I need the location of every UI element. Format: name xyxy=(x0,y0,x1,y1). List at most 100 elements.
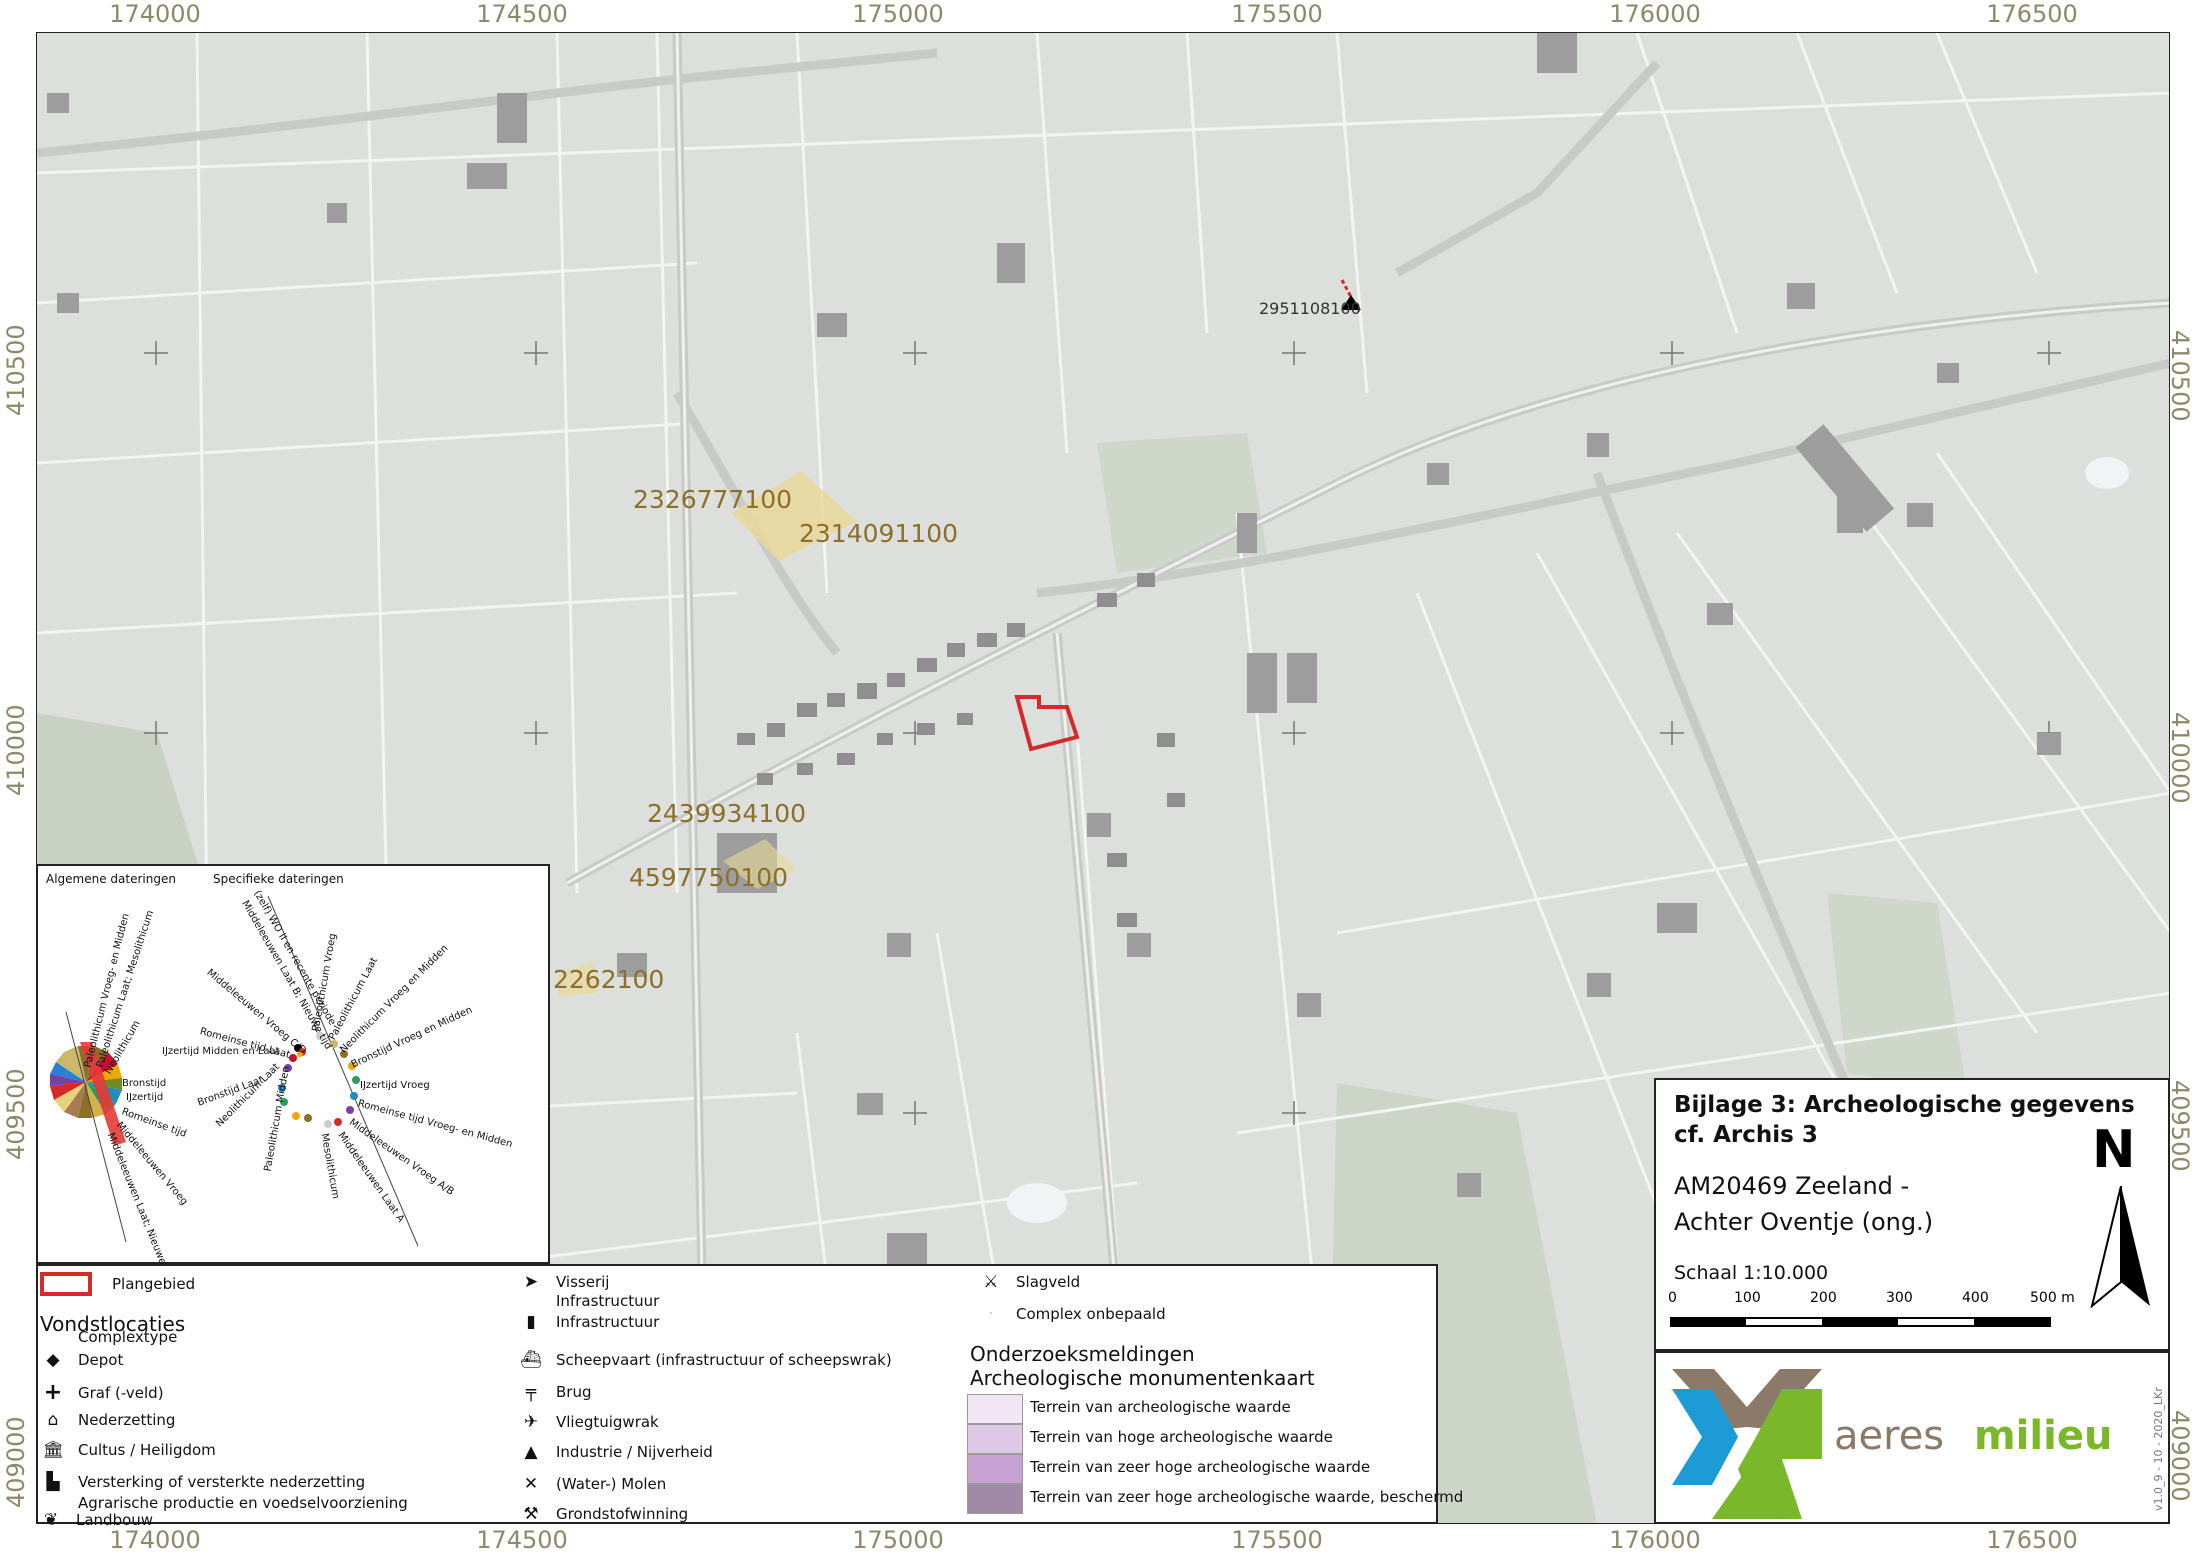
amk-swatch-1 xyxy=(967,1394,1023,1424)
legend-scheepvaart: ⛴Scheepvaart (infrastructuur of scheepsw… xyxy=(518,1350,892,1370)
scale-tick-300: 300 xyxy=(1886,1290,1913,1306)
x-coord-bottom-1: 174000 xyxy=(109,1526,201,1554)
specific-dating-wheel xyxy=(267,895,419,1247)
complextype-label: Complextype xyxy=(78,1328,178,1346)
temple-icon: 🏛 xyxy=(42,1440,64,1460)
dating-legend-panel: Algemene dateringen Specifieke dateringe… xyxy=(36,864,550,1284)
woodland-area xyxy=(37,713,207,913)
logo-word-aeres: aeres xyxy=(1834,1413,1945,1459)
amk-swatch-3 xyxy=(967,1454,1023,1484)
leaf-icon: ❦ xyxy=(43,1510,59,1530)
x-coord-bottom-2: 174500 xyxy=(476,1526,568,1554)
general-dating-title: Algemene dateringen xyxy=(46,872,176,886)
title-line-2: cf. Archis 3 xyxy=(1674,1122,1818,1148)
diamond-icon: ◆ xyxy=(46,1350,60,1370)
pickaxe-icon: ⚒ xyxy=(523,1504,539,1524)
x-coord-top-3: 175000 xyxy=(852,0,944,28)
object-label-1[interactable]: 2951108100 xyxy=(1259,299,1361,318)
y-coord-left-2: 410000 xyxy=(2,704,30,796)
plangebied-outline xyxy=(1014,695,1080,752)
dot-icon: · xyxy=(988,1304,994,1324)
scale-tick-200: 200 xyxy=(1810,1290,1837,1306)
legend-slagveld: ⚔Slagveld xyxy=(978,1272,1080,1292)
legend-panel: Plangebied Vondstlocaties Complextype ◆D… xyxy=(36,1264,1463,1524)
specific-label-right-5: IJzertijd Vroeg xyxy=(360,1080,430,1091)
logo-word-milieu: milieu xyxy=(1974,1413,2113,1459)
project-line-2: Achter Oventje (ong.) xyxy=(1674,1208,1934,1236)
woodland-area xyxy=(1827,893,1967,1093)
research-zone xyxy=(723,839,797,889)
north-label: N xyxy=(2092,1120,2136,1180)
y-coord-right-4: 409000 xyxy=(2166,1410,2194,1502)
legend-infrastructuur-2: ▮Infrastructuur xyxy=(518,1312,659,1332)
crossed-swords-icon: ⚔ xyxy=(983,1272,999,1292)
onderzoek-title: Onderzoeksmeldingen xyxy=(970,1342,1195,1366)
legend-complex-onbepaald: ·Complex onbepaald xyxy=(978,1304,1165,1324)
title-line-1: Bijlage 3: Archeologische gegevens xyxy=(1674,1092,2135,1118)
buildings xyxy=(47,33,2061,1273)
x-coord-bottom-6: 176500 xyxy=(1986,1526,2078,1554)
object-label-4[interactable]: 2439934100 xyxy=(647,799,807,828)
object-label-5[interactable]: 4597750100 xyxy=(629,863,789,892)
object-label-3[interactable]: 2314091100 xyxy=(799,519,959,548)
object-label-6[interactable]: 2262100 xyxy=(553,965,665,994)
x-coord-top-6: 176500 xyxy=(1986,0,2078,28)
legend-industrie: ▲Industrie / Nijverheid xyxy=(518,1442,712,1462)
legend-infrastructuur-1: Infrastructuur xyxy=(556,1292,660,1310)
legend-brug: ╤Brug xyxy=(518,1382,592,1402)
specific-dating-title: Specifieke dateringen xyxy=(213,872,344,886)
version-label: v1.0_9 - 10 - 2020_LKr xyxy=(2152,1387,2165,1511)
vondst-title: Vondstlocaties xyxy=(40,1312,186,1336)
triangle-icon: ▲ xyxy=(524,1442,538,1462)
y-coord-right-3: 409500 xyxy=(2166,1080,2194,1172)
x-coord-bottom-5: 176000 xyxy=(1609,1526,1701,1554)
project-line-1: AM20469 Zeeland - xyxy=(1674,1172,1910,1200)
x-coord-top-2: 174500 xyxy=(476,0,568,28)
amk-label-2: Terrein van hoge archeologische waarde xyxy=(1030,1428,1333,1446)
logo-panel: aeres milieu v1.0_9 - 10 - 2020_LKr xyxy=(1654,1351,2170,1524)
x-coord-bottom-3: 175000 xyxy=(852,1526,944,1554)
research-zone xyxy=(731,471,857,561)
scale-tick-400: 400 xyxy=(1962,1290,1989,1306)
fortress-icon: ▙ xyxy=(46,1472,60,1492)
object-label-2[interactable]: 2326777100 xyxy=(633,485,793,514)
plangebied-label: Plangebied xyxy=(112,1275,196,1293)
scale-label: Schaal 1:10.000 xyxy=(1674,1262,1829,1284)
bar-icon: ▮ xyxy=(526,1312,536,1332)
general-label-5: IJzertijd xyxy=(126,1092,164,1103)
research-zone xyxy=(557,961,597,997)
scale-tick-100: 100 xyxy=(1734,1290,1761,1306)
ship-icon: ⛴ xyxy=(520,1350,542,1370)
legend-agrarisch: Agrarische productie en voedselvoorzieni… xyxy=(78,1494,408,1512)
scale-tick-500: 500 m xyxy=(2030,1290,2075,1306)
specific-label-left-5: IJzertijd Midden en Laat xyxy=(162,1046,280,1057)
aeres-logo-icon xyxy=(1672,1369,1822,1519)
amk-label-4: Terrein van zeer hoge archeologische waa… xyxy=(1030,1488,1464,1506)
legend-molen: ✕(Water-) Molen xyxy=(518,1474,666,1494)
y-coord-left-4: 409000 xyxy=(2,1416,30,1508)
x-coord-bottom-4: 175500 xyxy=(1231,1526,1323,1554)
legend-grondstofwinning: ⚒Grondstofwinning xyxy=(518,1504,688,1524)
fish-icon: ➤ xyxy=(523,1272,539,1292)
airplane-icon: ✈ xyxy=(523,1412,539,1432)
amk-label-3: Terrein van zeer hoge archeologische waa… xyxy=(1030,1458,1371,1476)
legend-landbouw-item: ❦Landbouw xyxy=(38,1510,153,1530)
amk-swatch-4 xyxy=(967,1484,1023,1514)
amk-label-1: Terrein van archeologische waarde xyxy=(1030,1398,1291,1416)
legend-nederzetting: ⌂Nederzetting xyxy=(40,1410,176,1430)
y-coord-right-2: 410000 xyxy=(2166,712,2194,804)
north-arrow-icon xyxy=(2090,1186,2150,1309)
x-coord-top-4: 175500 xyxy=(1231,0,1323,28)
cross-icon: + xyxy=(43,1380,63,1405)
general-dating-wheel xyxy=(50,1011,127,1243)
x-coord-top-1: 174000 xyxy=(109,0,201,28)
legend-graf: +Graf (-veld) xyxy=(40,1380,164,1405)
y-coord-left-3: 409500 xyxy=(2,1068,30,1160)
x-coord-top-5: 176000 xyxy=(1609,0,1701,28)
legend-versterking: ▙Versterking of versterkte nederzetting xyxy=(40,1472,365,1492)
house-icon: ⌂ xyxy=(47,1410,59,1430)
windmill-icon: ✕ xyxy=(523,1474,539,1494)
plangebied-swatch xyxy=(40,1272,92,1296)
legend-vliegtuigwrak: ✈Vliegtuigwrak xyxy=(518,1412,659,1432)
legend-depot: ◆Depot xyxy=(40,1350,123,1370)
